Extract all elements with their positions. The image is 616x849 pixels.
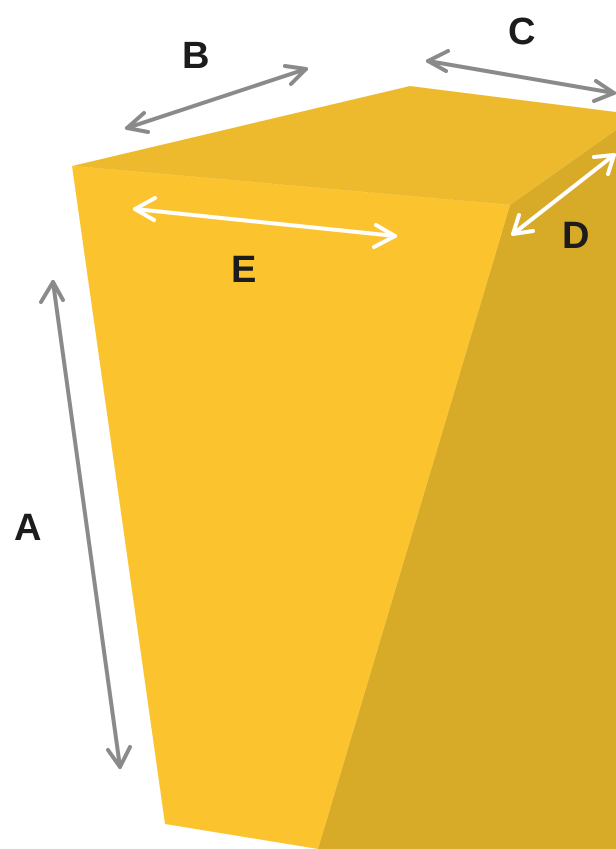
dimension-d-arrow	[511, 153, 616, 236]
dimension-c-arrow	[426, 49, 616, 103]
dimension-e-arrow	[133, 196, 397, 249]
top-face	[72, 86, 616, 205]
label-b: B	[182, 35, 210, 77]
label-d: D	[562, 215, 590, 257]
label-c: C	[508, 11, 536, 53]
side-face	[318, 130, 616, 849]
dimension-b-arrow	[125, 64, 308, 134]
dimension-a-arrow	[39, 280, 132, 769]
front-face	[72, 166, 510, 849]
label-a: A	[14, 507, 42, 549]
label-e: E	[231, 249, 257, 291]
